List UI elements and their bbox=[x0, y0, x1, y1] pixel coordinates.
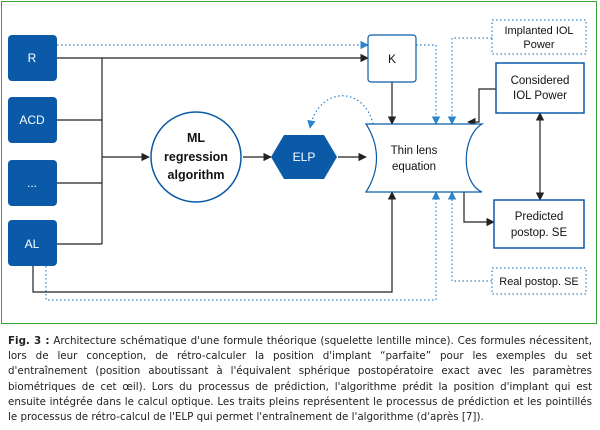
k-box bbox=[367, 34, 417, 83]
elp-label: ELP bbox=[293, 150, 316, 164]
figure-frame bbox=[1, 1, 597, 324]
k-label: K bbox=[388, 52, 396, 66]
considered-line2: IOL Power bbox=[513, 90, 567, 102]
predicted-line2: postop. SE bbox=[511, 227, 568, 239]
ml-label-line1: ML bbox=[187, 131, 205, 145]
al-to-lens-dotted bbox=[45, 191, 441, 301]
real-postop-label: Real postop. SE bbox=[499, 276, 579, 288]
input-label-r: R bbox=[28, 51, 37, 65]
caption-label: Fig. 3 : bbox=[8, 335, 50, 347]
thin-lens-line1: Thin lens bbox=[391, 145, 438, 157]
al-to-lens-arrow bbox=[32, 191, 397, 293]
figure-caption: Fig. 3 : Architecture schématique d'une … bbox=[8, 334, 592, 425]
input-label-acd: ACD bbox=[19, 113, 45, 127]
real-postop-box bbox=[491, 267, 587, 295]
thin-lens-node bbox=[364, 123, 485, 193]
predicted-se-box bbox=[493, 199, 585, 249]
k-to-lens-dotted bbox=[416, 44, 441, 125]
ml-label-line2: regression bbox=[164, 150, 228, 164]
input-box-acd bbox=[8, 97, 57, 143]
diagram: R ACD ... AL ML regression algorithm ELP… bbox=[8, 19, 587, 301]
predicted-line1: Predicted bbox=[515, 211, 564, 223]
implanted-to-lens-dotted bbox=[447, 37, 492, 125]
input-boxes bbox=[8, 35, 57, 266]
thin-lens-line2: equation bbox=[392, 161, 436, 173]
input-label-al: AL bbox=[25, 237, 40, 251]
considered-to-lens-arrow bbox=[467, 88, 496, 127]
input-box-r bbox=[8, 35, 57, 81]
input-box-dots bbox=[8, 160, 57, 206]
lens-to-predicted-arrow bbox=[463, 190, 495, 227]
real-to-lens-dotted bbox=[447, 191, 492, 282]
input-box-al bbox=[8, 220, 57, 266]
ml-label-line3: algorithm bbox=[168, 168, 225, 182]
lens-to-elp-dotted bbox=[307, 95, 375, 129]
considered-line1: Considered bbox=[511, 75, 570, 87]
implanted-line1: Implanted IOL bbox=[504, 25, 573, 37]
input-label-dots: ... bbox=[27, 176, 37, 190]
caption-text: Architecture schématique d'une formule t… bbox=[8, 335, 592, 424]
implanted-iol-box bbox=[491, 19, 587, 55]
ml-regression-node bbox=[150, 111, 242, 203]
considered-iol-box bbox=[495, 62, 585, 114]
elp-node bbox=[271, 135, 337, 179]
implanted-line2: Power bbox=[523, 39, 555, 51]
